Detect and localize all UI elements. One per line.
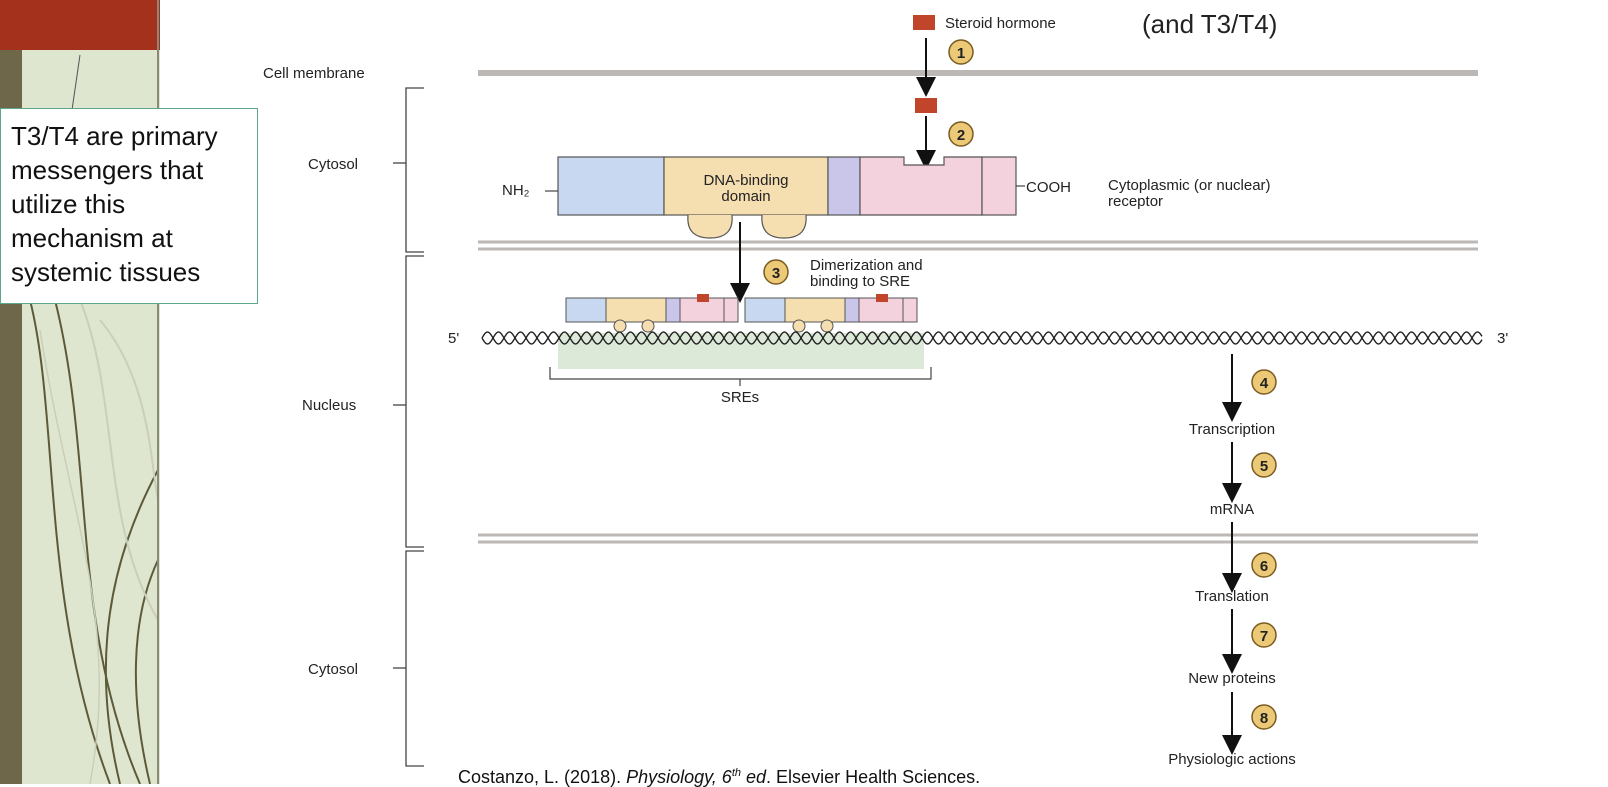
steroid-hormone-label: Steroid hormone [945,15,1056,32]
hormone-in-cytosol [915,98,937,113]
translation-label: Translation [1195,588,1269,605]
cytoplasmic-receptor [557,156,1017,239]
receptor-label-2: receptor [1108,193,1163,210]
citation: Costanzo, L. (2018). Physiology, 6th ed.… [458,763,980,787]
citation-edition-suffix: ed [741,767,767,787]
nh2-label: NH₂ [502,182,530,199]
nucleus-label: Nucleus [302,397,356,414]
step-5-number: 5 [1260,458,1268,475]
step-8-number: 8 [1260,710,1268,727]
sres-bracket [549,367,932,386]
dna-binding-label-2: domain [721,188,770,205]
header-note: (and T3/T4) [1142,9,1277,39]
step-1-number: 1 [957,45,965,62]
step-8-badge [1251,704,1277,730]
cytosol-bracket [405,87,424,253]
nucleus-bracket [405,255,424,548]
receptor-dimer [565,294,918,333]
physiologic-actions-label: Physiologic actions [1168,751,1296,768]
dimerization-label-2: binding to SRE [810,273,910,290]
sidebar-accent-bar [0,0,160,50]
citation-publisher: . Elsevier Health Sciences. [766,767,981,787]
callout-box: T3/T4 are primary messengers that utiliz… [0,108,258,304]
transcription-label: Transcription [1189,421,1275,438]
cooh-label: COOH [1026,179,1071,196]
step-6-number: 6 [1260,558,1268,575]
citation-author: Costanzo, L. (2018). [458,767,627,787]
citation-title: Physiology, 6 [626,767,732,787]
step-1-badge [948,39,974,65]
citation-edition-sup: th [731,767,742,779]
step-6-badge [1251,552,1277,578]
dna-strand-b [481,331,1483,345]
five-prime-label: 5' [448,330,459,347]
step-7-badge [1251,622,1277,648]
dimerization-label-1: Dimerization and [810,257,923,274]
cytosol-bottom-label: Cytosol [308,661,358,678]
sidebar-swirl-lines [29,0,159,784]
step-3-badge [763,259,789,285]
step-7-number: 7 [1260,628,1268,645]
cytosol-label: Cytosol [308,156,358,173]
cytosol-bottom-bracket [405,550,424,767]
new-proteins-label: New proteins [1188,670,1276,687]
step-4-number: 4 [1260,375,1269,392]
dna-binding-label-1: DNA-binding [703,172,788,189]
three-prime-label: 3' [1497,330,1508,347]
step-2-badge [948,121,974,147]
steroid-hormone-square [913,15,935,30]
step-4-badge [1251,369,1277,395]
callout-text: T3/T4 are primary messengers that utiliz… [11,121,218,287]
step-5-badge [1251,452,1277,478]
mrna-label: mRNA [1210,501,1254,518]
dna-strand-a [481,331,1483,345]
sre-shading [558,333,924,369]
step-3-number: 3 [772,265,780,282]
cell-membrane-label: Cell membrane [263,65,365,82]
sres-label: SREs [721,389,759,406]
step-2-number: 2 [957,127,965,144]
receptor-label-1: Cytoplasmic (or nuclear) [1108,177,1271,194]
